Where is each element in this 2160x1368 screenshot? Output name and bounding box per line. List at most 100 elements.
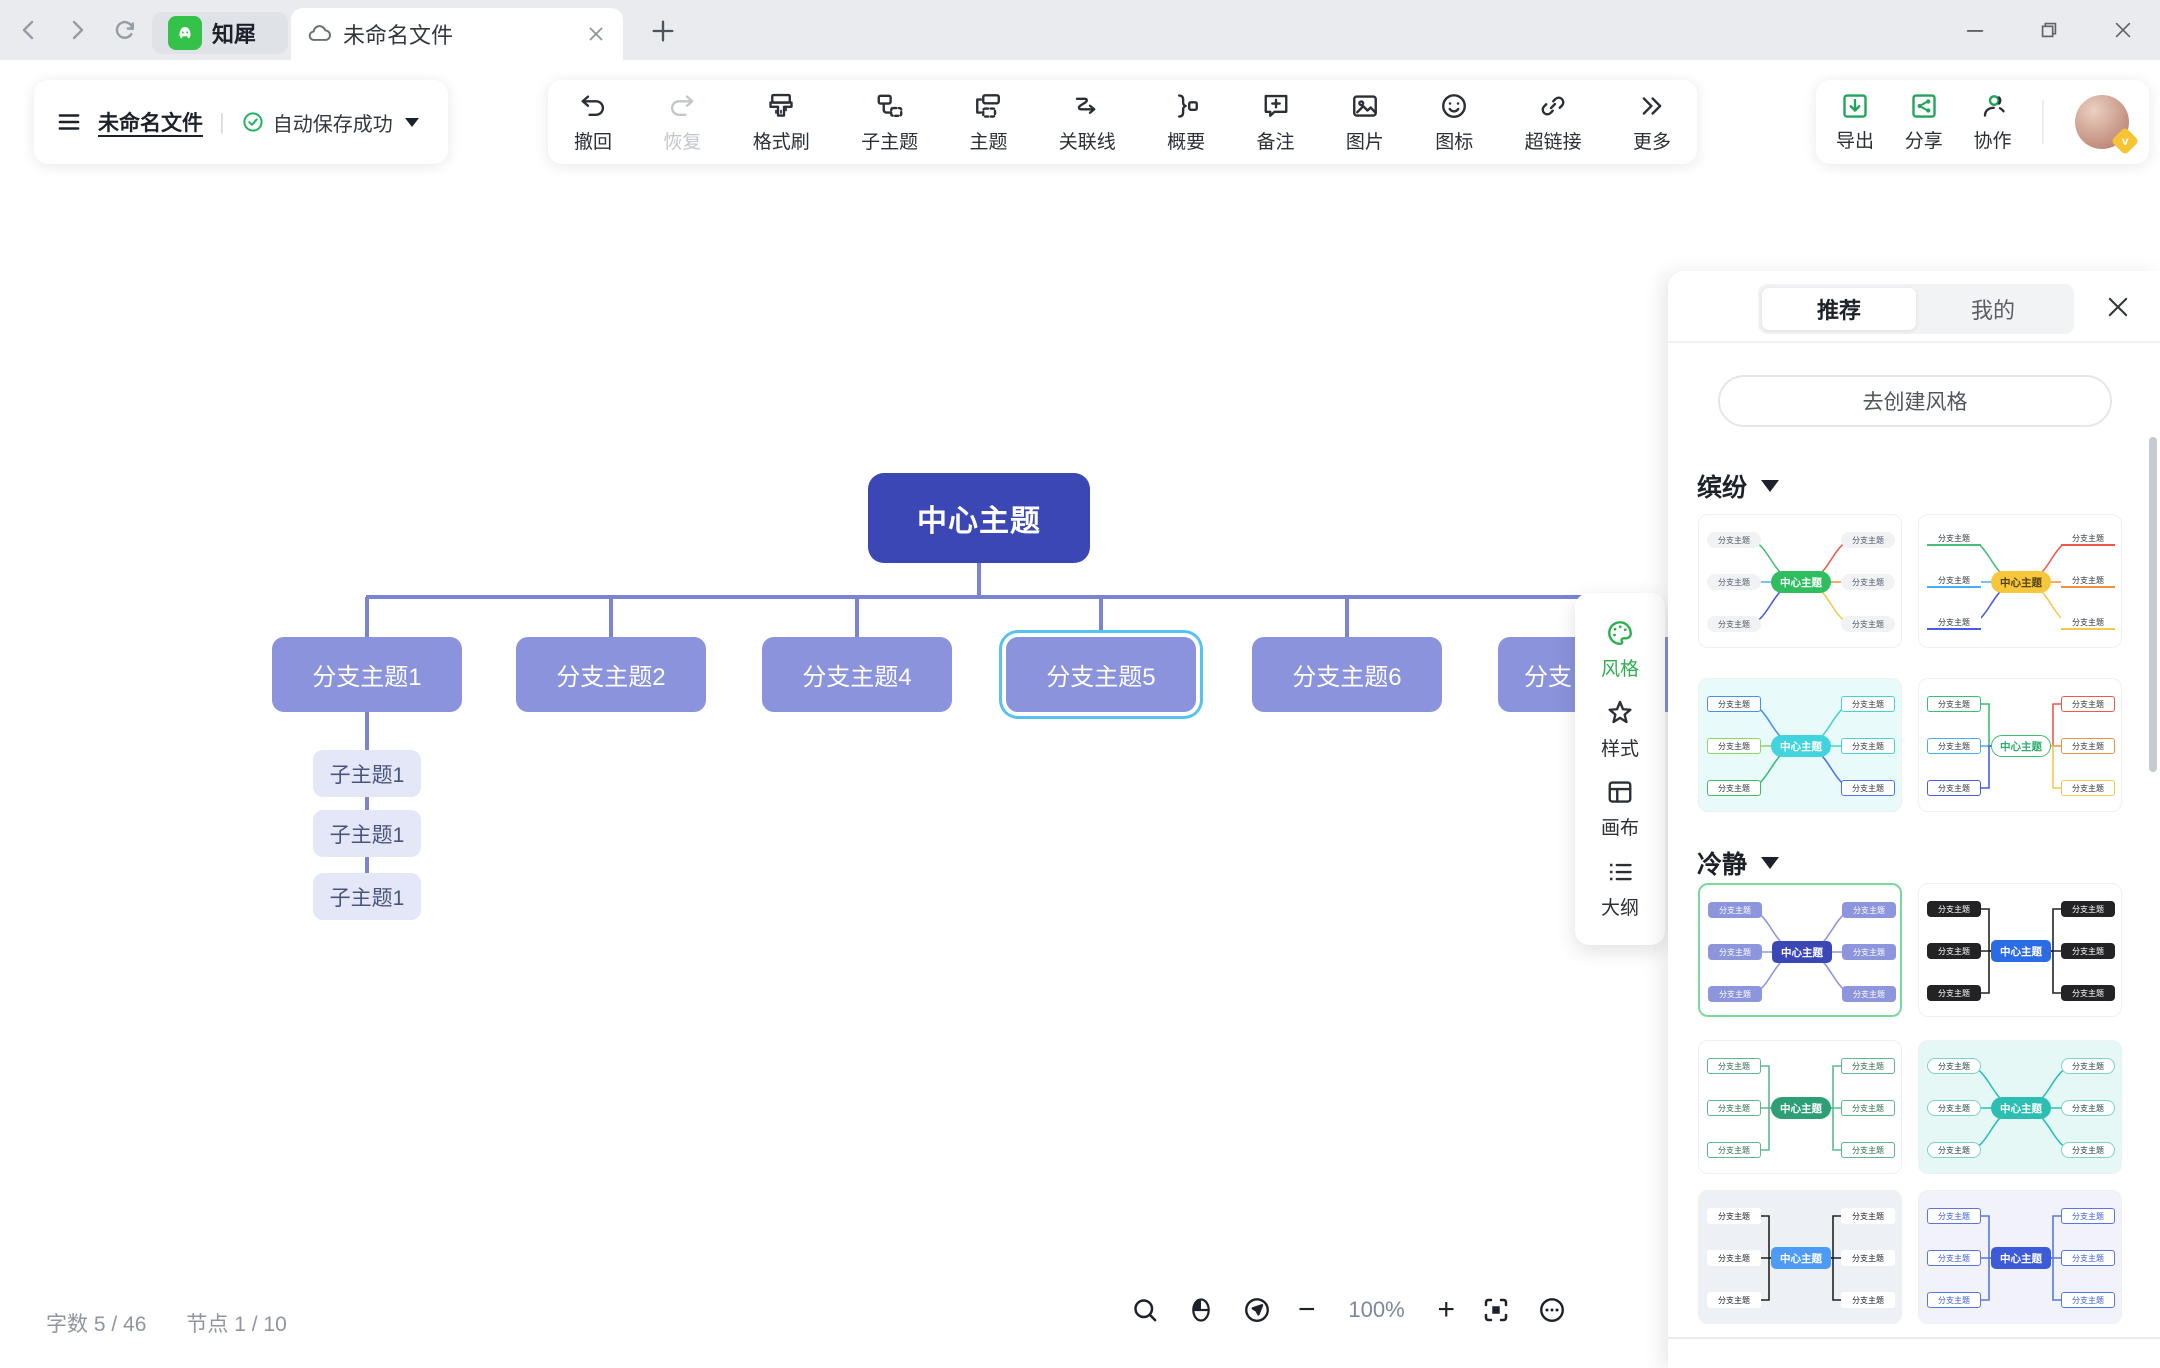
restore-button[interactable] <box>2012 0 2086 60</box>
style-preview-card[interactable]: 分支主题分支主题分支主题分支主题分支主题分支主题中心主题 <box>1698 514 1902 648</box>
toolbar-summary[interactable]: 概要 <box>1167 91 1205 154</box>
toolbar-topic[interactable]: 主题 <box>969 91 1007 154</box>
style-preview-card[interactable]: 分支主题分支主题分支主题分支主题分支主题分支主题中心主题 <box>1698 678 1902 812</box>
toolbar-note[interactable]: 备注 <box>1257 91 1295 154</box>
image-icon <box>1350 91 1380 121</box>
preview-branch-node: 分支主题 <box>2061 901 2115 917</box>
subtopic-node[interactable]: 子主题1 <box>313 810 421 857</box>
zoom-in-button[interactable]: + <box>1437 1293 1456 1326</box>
toolbar-image[interactable]: 图片 <box>1346 91 1384 154</box>
user-avatar[interactable]: v <box>2074 95 2140 156</box>
style-preview-card[interactable]: 分支主题分支主题分支主题分支主题分支主题分支主题中心主题 <box>1918 514 2122 648</box>
fit-screen-icon[interactable] <box>1481 1295 1511 1325</box>
preview-branch-node: 分支主题 <box>1927 780 1981 796</box>
subtopic-node[interactable]: 子主题1 <box>313 750 421 797</box>
preview-branch-node: 分支主题 <box>1842 986 1896 1002</box>
style-preview-card[interactable]: 分支主题分支主题分支主题分支主题分支主题分支主题中心主题 <box>1918 883 2122 1017</box>
preview-branch-node: 分支主题 <box>1927 1208 1981 1224</box>
preview-branch-node: 分支主题 <box>2061 1250 2115 1266</box>
style-preview-card-selected[interactable]: 分支主题分支主题分支主题分支主题分支主题分支主题中心主题 <box>1698 883 1902 1017</box>
branch-topic-node[interactable]: 分支主题2 <box>516 637 706 712</box>
preview-branch-node: 分支主题 <box>1927 1100 1981 1116</box>
panel-bottom-divider <box>1668 1337 2160 1339</box>
preview-center-node: 中心主题 <box>1772 941 1832 963</box>
document-title[interactable]: 未命名文件 <box>98 112 203 135</box>
section-title[interactable]: 缤纷 <box>1697 468 1780 504</box>
tab-untitled-document[interactable]: 未命名文件 <box>291 8 623 60</box>
toolbar-format-brush[interactable]: 格式刷 <box>753 91 810 154</box>
search-icon[interactable] <box>1130 1295 1160 1325</box>
zoom-out-button[interactable]: − <box>1298 1293 1316 1326</box>
more-options-icon[interactable] <box>1537 1295 1567 1325</box>
preview-branch-node: 分支主题 <box>2061 738 2115 754</box>
toolbar-emoji[interactable]: 图标 <box>1435 91 1473 154</box>
tab-mine[interactable]: 我的 <box>1970 298 2015 323</box>
branch-topic-node[interactable]: 分支主题6 <box>1252 637 1442 712</box>
preview-center-node: 中心主题 <box>1991 735 2051 757</box>
preview-branch-node: 分支主题 <box>1707 1292 1761 1308</box>
branch-topic-node-selected[interactable]: 分支主题5 <box>1006 637 1196 712</box>
branch-topic-node[interactable]: 分支主题4 <box>762 637 952 712</box>
preview-branch-node: 分支主题 <box>1707 532 1761 548</box>
locate-icon[interactable] <box>1242 1295 1272 1325</box>
close-panel-icon[interactable] <box>2104 293 2132 321</box>
style-preview-card[interactable]: 分支主题分支主题分支主题分支主题分支主题分支主题中心主题 <box>1918 1040 2122 1174</box>
forward-icon[interactable] <box>64 17 90 43</box>
side-tool-magic-star[interactable]: 样式 <box>1601 698 1639 761</box>
preview-branch-node: 分支主题 <box>1707 1100 1761 1116</box>
undo-icon <box>578 91 608 121</box>
side-tool-outline-list[interactable]: 大纲 <box>1601 857 1639 920</box>
style-preview-card[interactable]: 分支主题分支主题分支主题分支主题分支主题分支主题中心主题 <box>1918 1190 2122 1324</box>
preview-center-node: 中心主题 <box>1991 1097 2051 1119</box>
action-export[interactable]: 导出 <box>1836 91 1874 153</box>
style-preview-card[interactable]: 分支主题分支主题分支主题分支主题分支主题分支主题中心主题 <box>1698 1040 1902 1174</box>
close-window-button[interactable] <box>2086 0 2160 60</box>
menu-hamburger-icon[interactable] <box>56 109 82 135</box>
toolbar-undo[interactable]: 撤回 <box>574 91 612 154</box>
preview-branch-node: 分支主题 <box>2061 1100 2115 1116</box>
preview-branch-node: 分支主题 <box>1842 902 1896 918</box>
tab-close-icon[interactable] <box>585 23 607 45</box>
side-tool-palette[interactable]: 风格 <box>1601 618 1639 681</box>
toolbar-subtopic[interactable]: 子主题 <box>861 91 918 154</box>
preview-center-node: 中心主题 <box>1771 1247 1831 1269</box>
collapse-triangle-icon <box>1761 857 1780 869</box>
subtopic-node[interactable]: 子主题1 <box>313 873 421 920</box>
style-preview-card[interactable]: 分支主题分支主题分支主题分支主题分支主题分支主题中心主题 <box>1918 678 2122 812</box>
preview-branch-node: 分支主题 <box>1927 901 1981 917</box>
style-preview-card[interactable]: 分支主题分支主题分支主题分支主题分支主题分支主题中心主题 <box>1698 1190 1902 1324</box>
toolbar-relation-line[interactable]: 关联线 <box>1059 91 1116 154</box>
note-icon <box>1261 91 1291 121</box>
browser-nav <box>16 0 138 60</box>
new-tab-button[interactable] <box>648 16 678 46</box>
preview-center-node: 中心主题 <box>1991 940 2051 962</box>
style-panel: 推荐 我的 去创建风格 缤纷分支主题分支主题分支主题分支主题分支主题分支主题中心… <box>1668 271 2160 1368</box>
tab-label: 知犀 <box>212 22 257 47</box>
toolbar-more[interactable]: 更多 <box>1633 91 1671 154</box>
minimize-button[interactable] <box>1938 0 2012 60</box>
emoji-icon <box>1439 91 1469 121</box>
section-title[interactable]: 冷静 <box>1697 845 1780 881</box>
more-icon <box>1637 91 1667 121</box>
chevron-down-icon <box>404 117 419 127</box>
reload-icon[interactable] <box>112 17 138 43</box>
preview-branch-node: 分支主题 <box>1841 1100 1895 1116</box>
back-icon[interactable] <box>16 17 42 43</box>
branch-topic-node[interactable]: 分支主题1 <box>272 637 462 712</box>
create-style-button[interactable]: 去创建风格 <box>1718 375 2112 427</box>
central-topic-node[interactable]: 中心主题 <box>868 473 1090 563</box>
tab-recommended[interactable]: 推荐 <box>1762 288 1916 330</box>
side-tool-canvas-frame[interactable]: 画布 <box>1601 777 1639 840</box>
action-collaborate[interactable]: 协作 <box>1974 91 2012 153</box>
panel-scrollbar[interactable] <box>2149 437 2157 772</box>
toolbar-label: 撤回 <box>574 131 613 153</box>
autosave-status[interactable]: 自动保存成功 <box>241 108 419 137</box>
panel-divider <box>1668 341 2160 343</box>
toolbar-hyperlink[interactable]: 超链接 <box>1525 91 1582 154</box>
action-share[interactable]: 分享 <box>1905 91 1943 153</box>
toolbar-redo[interactable]: 恢复 <box>663 91 701 154</box>
preview-branch-node: 分支主题 <box>1927 1142 1981 1158</box>
tab-zhixi-home[interactable]: 知犀 <box>152 12 288 54</box>
collaborate-icon <box>1978 91 2008 121</box>
mouse-mode-icon[interactable] <box>1186 1295 1216 1325</box>
